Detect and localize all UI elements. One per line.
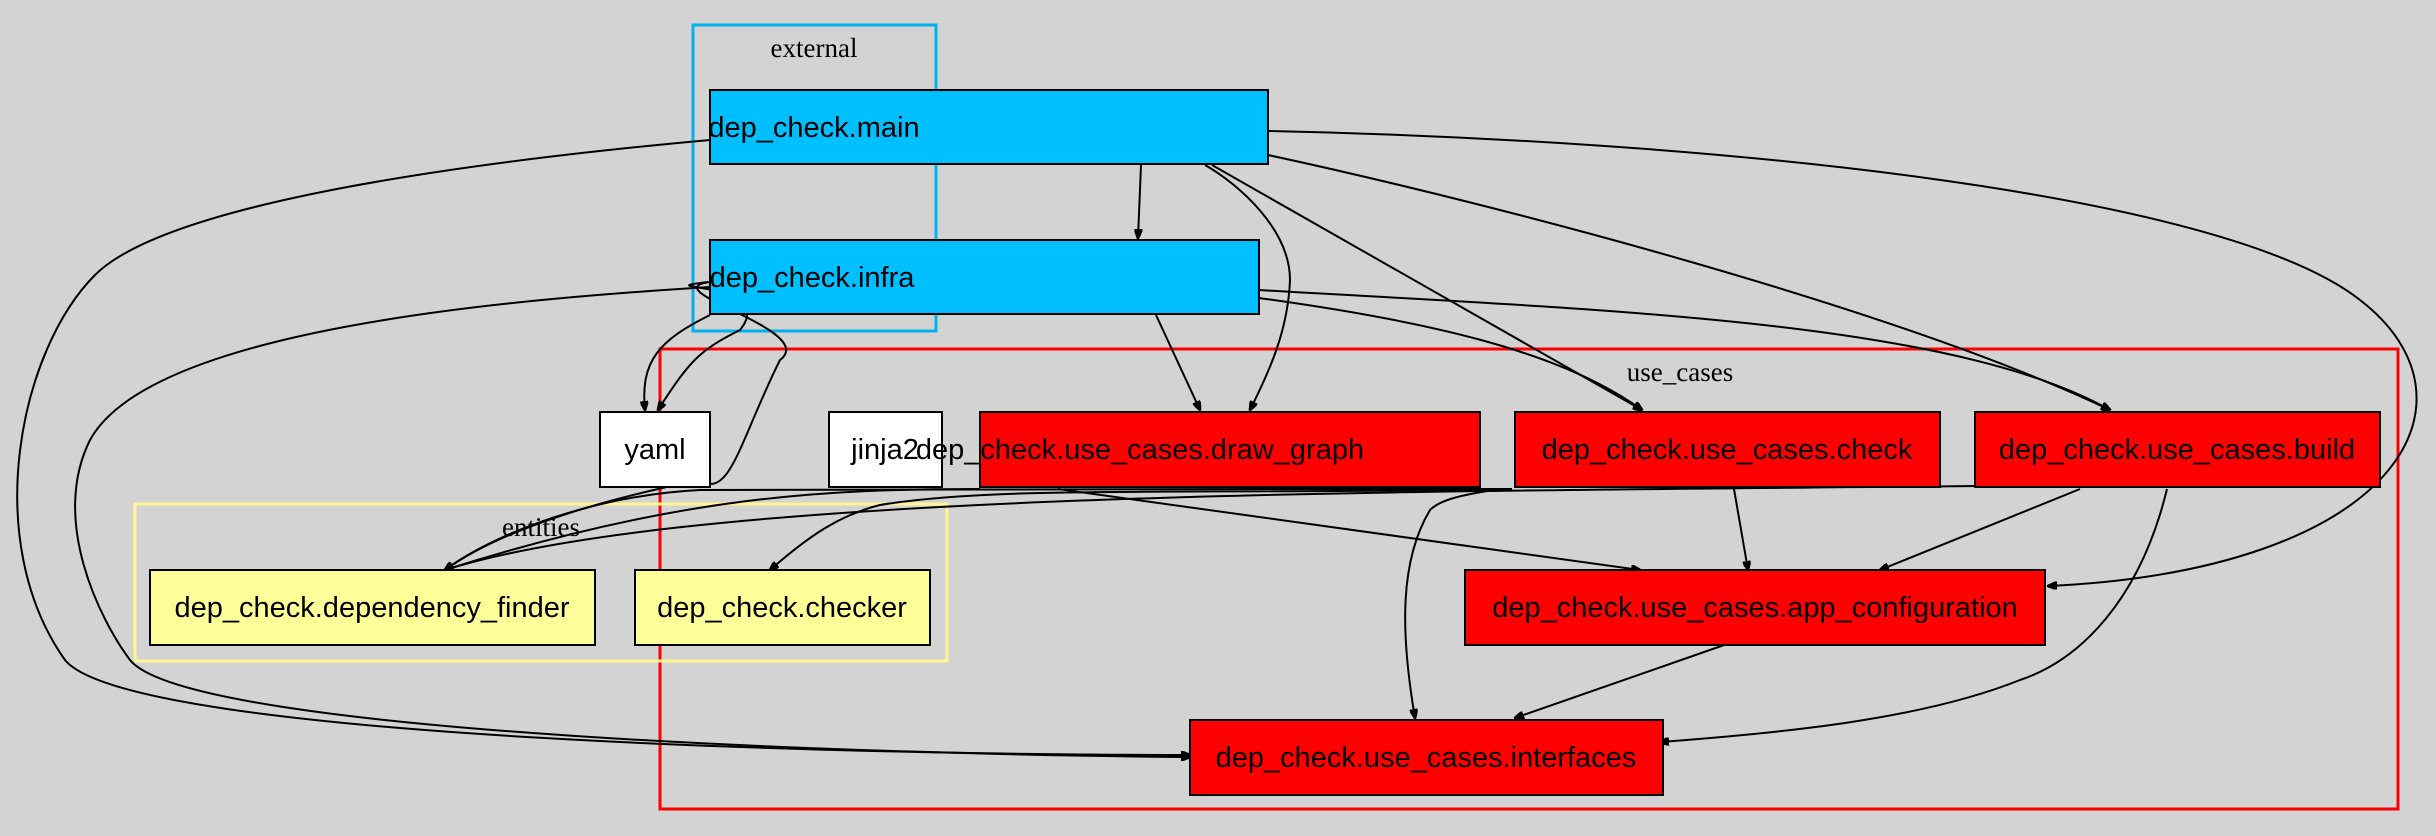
edge-draw-graph-app-configuration — [1057, 488, 1640, 570]
cluster-use-cases-label: use_cases — [1627, 357, 1733, 387]
node-main-label: dep_check.main — [708, 112, 919, 144]
node-app-configuration-label: dep_check.use_cases.app_configuration — [1492, 592, 2018, 624]
edge-build-interfaces — [1660, 488, 2168, 742]
node-dependency-finder-box[interactable] — [149, 569, 596, 646]
node-yaml-label: yaml — [624, 434, 685, 466]
edge-infra-interfaces — [74, 286, 1190, 757]
node-infra[interactable]: dep_check.infra — [709, 239, 1260, 315]
edge-build-dependency-finder — [445, 485, 1976, 570]
cluster-entities-frame — [133, 502, 949, 663]
edge-main-infra — [1138, 164, 1141, 238]
edge-main-app-configuration — [1267, 130, 2418, 586]
edge-check-dependency-finder — [445, 488, 1513, 570]
node-draw-graph-box[interactable] — [979, 411, 1481, 488]
edge-check-app-configuration — [1733, 488, 1748, 570]
edge-check-interfaces — [1404, 488, 1501, 718]
edge-main-check — [1211, 164, 1642, 410]
node-jinja2-box[interactable] — [828, 411, 943, 488]
edge-check-checker — [770, 488, 1501, 570]
cluster-external: external — [691, 23, 938, 333]
node-interfaces[interactable]: dep_check.use_cases.interfaces — [1189, 719, 1664, 796]
edge-build-app-configuration — [1880, 488, 2081, 570]
cluster-external-frame — [691, 23, 938, 333]
node-draw-graph[interactable]: dep_check.use_cases.draw_graph — [916, 411, 1481, 488]
node-jinja2-label: jinja2 — [850, 434, 919, 466]
node-dependency-finder[interactable]: dep_check.dependency_finder — [149, 569, 596, 646]
node-checker-label: dep_check.checker — [657, 592, 907, 624]
node-main[interactable]: dep_check.main — [708, 89, 1269, 165]
node-check-box[interactable] — [1514, 411, 1941, 488]
node-build-label: dep_check.use_cases.build — [1999, 434, 2355, 466]
node-check[interactable]: dep_check.use_cases.check — [1514, 411, 1941, 488]
node-checker[interactable]: dep_check.checker — [634, 569, 931, 646]
node-jinja2[interactable]: jinja2 — [828, 411, 943, 488]
node-app-configuration-box[interactable] — [1464, 569, 2046, 646]
edge-main-interfaces — [16, 139, 1190, 755]
cluster-entities-label: entities — [502, 512, 580, 542]
node-main-box[interactable] — [709, 89, 1269, 165]
edge-main-build — [1267, 154, 2110, 410]
edge-infra-jinja2 — [644, 314, 711, 410]
node-draw-graph-label: dep_check.use_cases.draw_graph — [916, 434, 1364, 466]
node-infra-box[interactable] — [709, 239, 1260, 315]
node-interfaces-label: dep_check.use_cases.interfaces — [1216, 742, 1637, 774]
node-checker-box[interactable] — [634, 569, 931, 646]
edge-infra-draw-graph — [1155, 314, 1200, 410]
edge-infra-check — [1258, 297, 1642, 410]
node-check-label: dep_check.use_cases.check — [1542, 434, 1913, 466]
node-dependency-finder-label: dep_check.dependency_finder — [174, 592, 569, 624]
edge-app-configuration-interfaces — [1515, 643, 1728, 718]
cluster-entities: entities — [133, 502, 949, 663]
edge-infra-build — [1258, 289, 2110, 410]
node-yaml-box[interactable] — [599, 411, 711, 488]
node-interfaces-box[interactable] — [1189, 719, 1664, 796]
cluster-external-label: external — [771, 33, 858, 63]
edge-main-draw-graph — [1204, 164, 1292, 410]
node-build-box[interactable] — [1974, 411, 2381, 488]
node-app-configuration[interactable]: dep_check.use_cases.app_configuration — [1464, 569, 2046, 646]
node-yaml[interactable]: yaml — [599, 411, 711, 488]
node-build[interactable]: dep_check.use_cases.build — [1974, 411, 2381, 488]
node-infra-label: dep_check.infra — [710, 262, 916, 294]
edges — [16, 130, 2418, 757]
